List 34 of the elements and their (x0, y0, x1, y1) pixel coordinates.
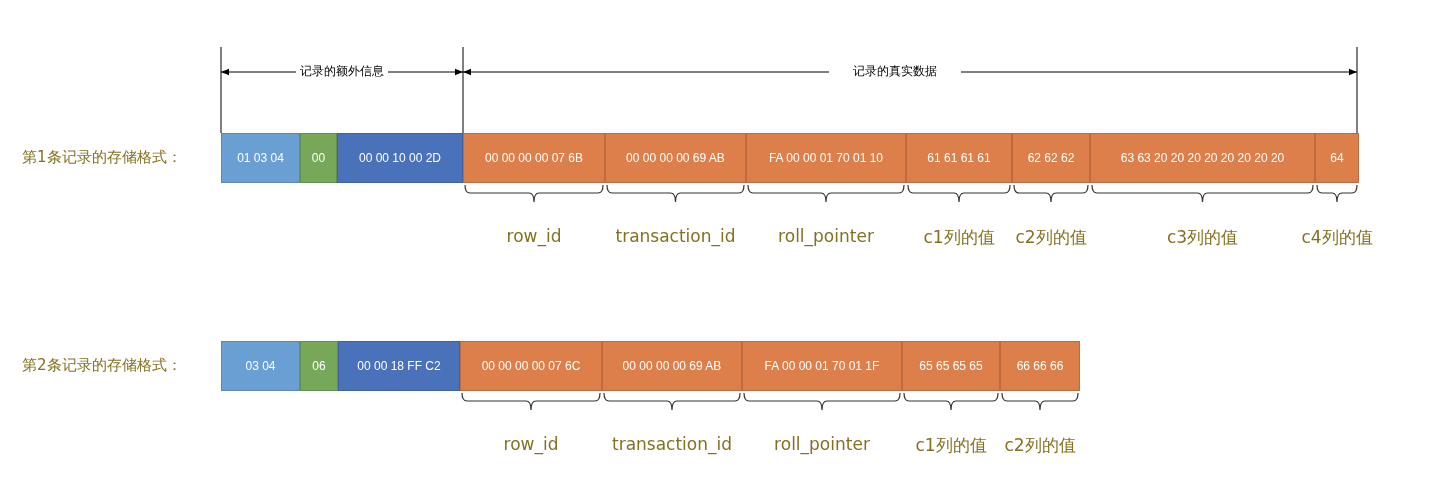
byte-field: FA 00 00 01 70 01 1F (742, 341, 902, 391)
row-label: 第2条记录的存储格式： (22, 356, 182, 375)
field-name: c2列的值 (1004, 434, 1076, 457)
row-label: 第1条记录的存储格式： (22, 148, 182, 167)
byte-field: 63 63 20 20 20 20 20 20 20 20 (1090, 133, 1315, 183)
field-name: row_id (503, 434, 559, 454)
field-name: roll_pointer (778, 226, 874, 246)
dimension-label: 记录的真实数据 (853, 63, 937, 80)
field-name: c3列的值 (1166, 226, 1239, 249)
field-name: transaction_id (615, 226, 736, 246)
byte-field: FA 00 00 01 70 01 10 (746, 133, 906, 183)
field-name: transaction_id (612, 434, 732, 454)
field-name: row_id (506, 226, 562, 246)
field-name: c4列的值 (1301, 226, 1373, 249)
byte-field: 64 (1315, 133, 1359, 183)
byte-field: 00 00 00 00 69 AB (602, 341, 742, 391)
byte-field: 66 66 66 (1000, 341, 1080, 391)
byte-field: 65 65 65 65 (902, 341, 1000, 391)
byte-field: 00 (300, 133, 337, 183)
field-name: roll_pointer (774, 434, 870, 454)
byte-field: 00 00 00 00 07 6B (463, 133, 605, 183)
byte-field: 01 03 04 (221, 133, 300, 183)
byte-field: 62 62 62 (1012, 133, 1090, 183)
byte-field: 00 00 00 00 07 6C (460, 341, 602, 391)
field-name: c2列的值 (1015, 226, 1087, 249)
field-name: c1列的值 (923, 226, 995, 249)
byte-field: 06 (300, 341, 338, 391)
field-name: c1列的值 (915, 434, 987, 457)
dimension-label: 记录的额外信息 (300, 63, 384, 80)
byte-field: 61 61 61 61 (906, 133, 1012, 183)
byte-field: 00 00 00 00 69 AB (605, 133, 746, 183)
byte-field: 03 04 (221, 341, 300, 391)
byte-field: 00 00 10 00 2D (337, 133, 463, 183)
byte-field: 00 00 18 FF C2 (338, 341, 460, 391)
